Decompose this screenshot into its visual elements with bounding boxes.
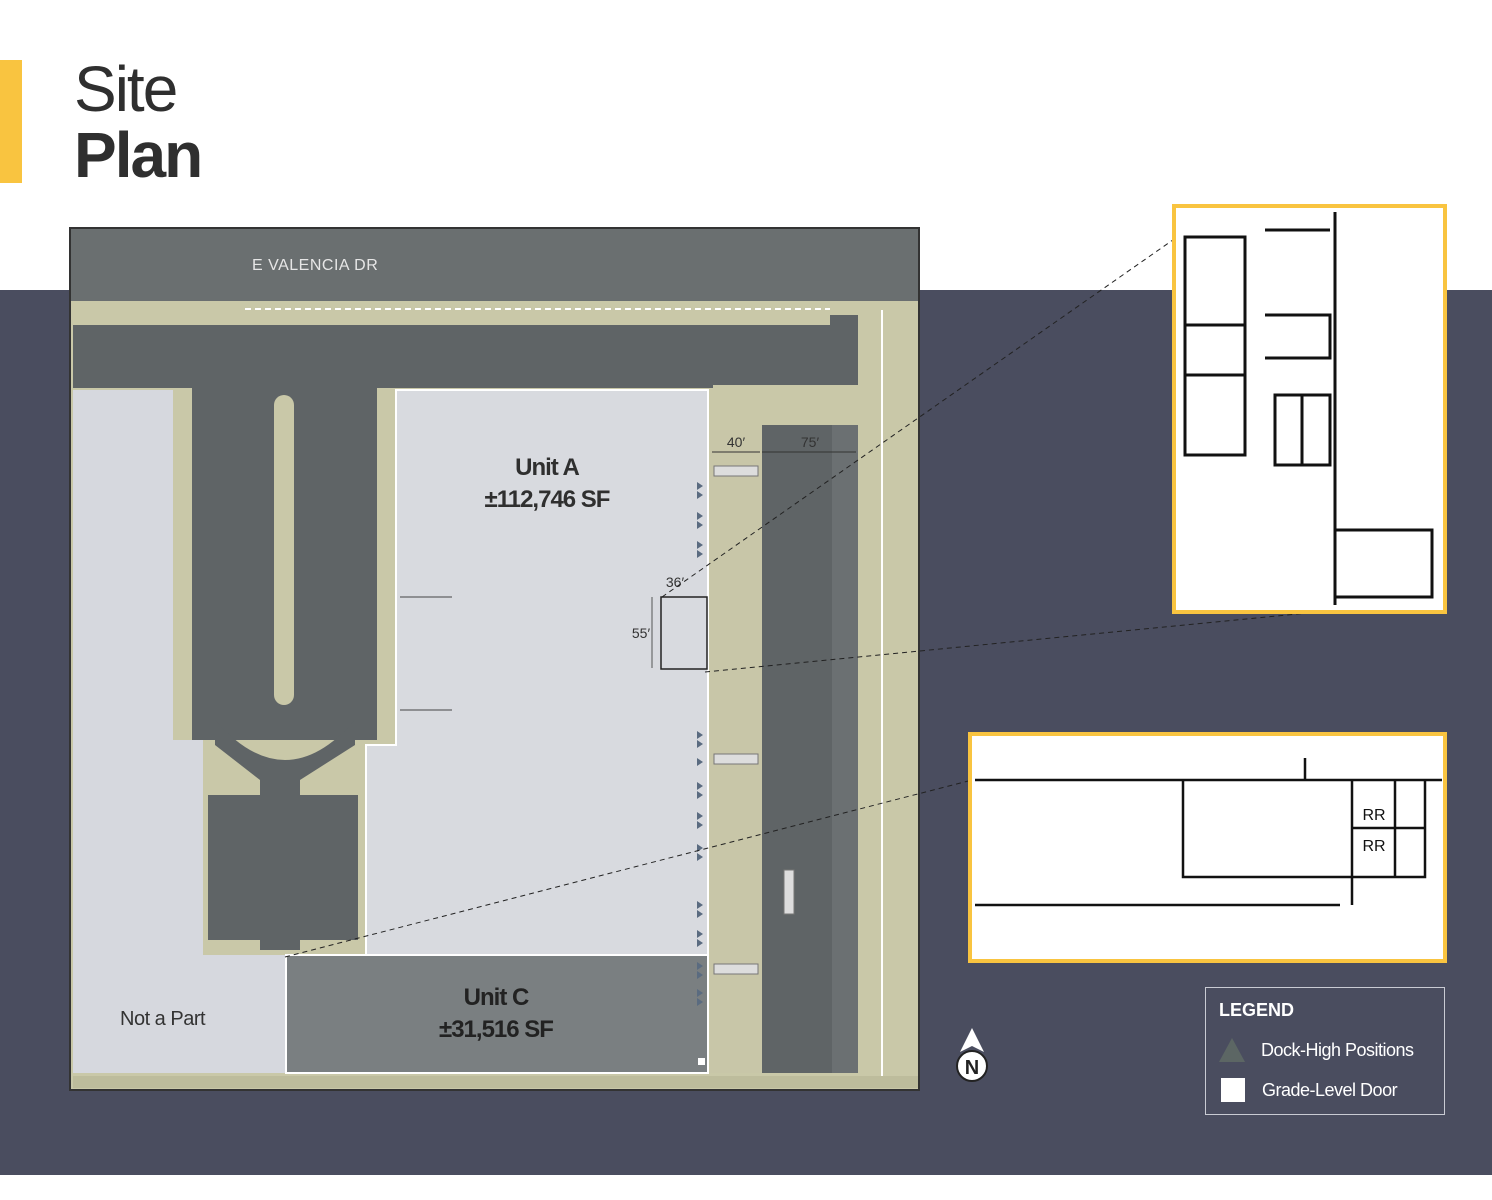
street xyxy=(71,229,918,301)
truck-icon xyxy=(783,869,795,915)
dock-marker-icon xyxy=(697,791,703,799)
truck-icon xyxy=(713,465,759,477)
legend-label: Dock-High Positions xyxy=(1261,1039,1414,1060)
unit-a-area: ±112,746 SF xyxy=(485,486,610,513)
dock-marker-icon xyxy=(697,962,703,970)
page-title-line2: Plan xyxy=(74,119,203,191)
dock-marker-icon xyxy=(697,731,703,739)
parking-lot-south xyxy=(208,795,358,940)
square-icon xyxy=(1221,1078,1245,1102)
dock-marker-icon xyxy=(697,910,703,918)
dock-marker-icon xyxy=(697,758,703,766)
dock-marker-icon xyxy=(697,939,703,947)
legend-item-dock-high: Dock-High Positions xyxy=(1219,1038,1414,1062)
north-arrow-icon: N xyxy=(956,1028,988,1082)
title-accent-bar xyxy=(0,60,22,183)
dock-marker-icon xyxy=(697,541,703,549)
dock-marker-icon xyxy=(697,853,703,861)
page-title-line1: Site xyxy=(74,53,178,125)
truck-court xyxy=(710,430,762,1073)
street-label: E VALENCIA DR xyxy=(252,257,378,274)
legend: LEGEND Dock-High Positions Grade-Level D… xyxy=(1205,987,1445,1115)
grade-level-door xyxy=(698,1058,705,1065)
triangle-icon xyxy=(1219,1038,1245,1062)
legend-title: LEGEND xyxy=(1219,1000,1295,1020)
office-inset-bottom xyxy=(968,732,1447,963)
legend-item-grade-level: Grade-Level Door xyxy=(1219,1078,1398,1102)
dock-marker-icon xyxy=(697,521,703,529)
dock-marker-icon xyxy=(697,901,703,909)
dock-marker-icon xyxy=(697,782,703,790)
dock-marker-icon xyxy=(697,821,703,829)
dock-marker-icon xyxy=(697,971,703,979)
dock-marker-icon xyxy=(697,482,703,490)
dock-marker-icon xyxy=(697,812,703,820)
not-a-part-label: Not a Part xyxy=(120,1008,206,1030)
truck-icon xyxy=(713,753,759,765)
dock-marker-icon xyxy=(697,998,703,1006)
unit-a-name: Unit A xyxy=(515,454,579,481)
dimension-office-width: 36′ xyxy=(666,574,685,590)
dock-marker-icon xyxy=(697,740,703,748)
dock-marker-icon xyxy=(697,930,703,938)
office-plan-small xyxy=(660,596,708,670)
dock-marker-icon xyxy=(697,550,703,558)
unit-c-building xyxy=(285,954,709,1074)
truck-icon xyxy=(713,963,759,975)
dimension-truck-court: 40′ xyxy=(727,434,746,450)
dock-marker-icon xyxy=(697,491,703,499)
dock-marker-icon xyxy=(697,512,703,520)
unit-c-name: Unit C xyxy=(464,984,529,1011)
parking-lot-north xyxy=(73,325,853,385)
svg-text:N: N xyxy=(965,1057,979,1079)
dimension-office-depth: 55′ xyxy=(632,625,651,641)
unit-c-area: ±31,516 SF xyxy=(439,1016,553,1043)
dimension-drive-aisle: 75′ xyxy=(801,434,820,450)
dock-marker-icon xyxy=(697,989,703,997)
legend-label: Grade-Level Door xyxy=(1262,1079,1398,1100)
restroom-label: RR xyxy=(1362,807,1385,824)
restroom-label: RR xyxy=(1362,838,1385,855)
office-inset-top xyxy=(1172,204,1447,614)
